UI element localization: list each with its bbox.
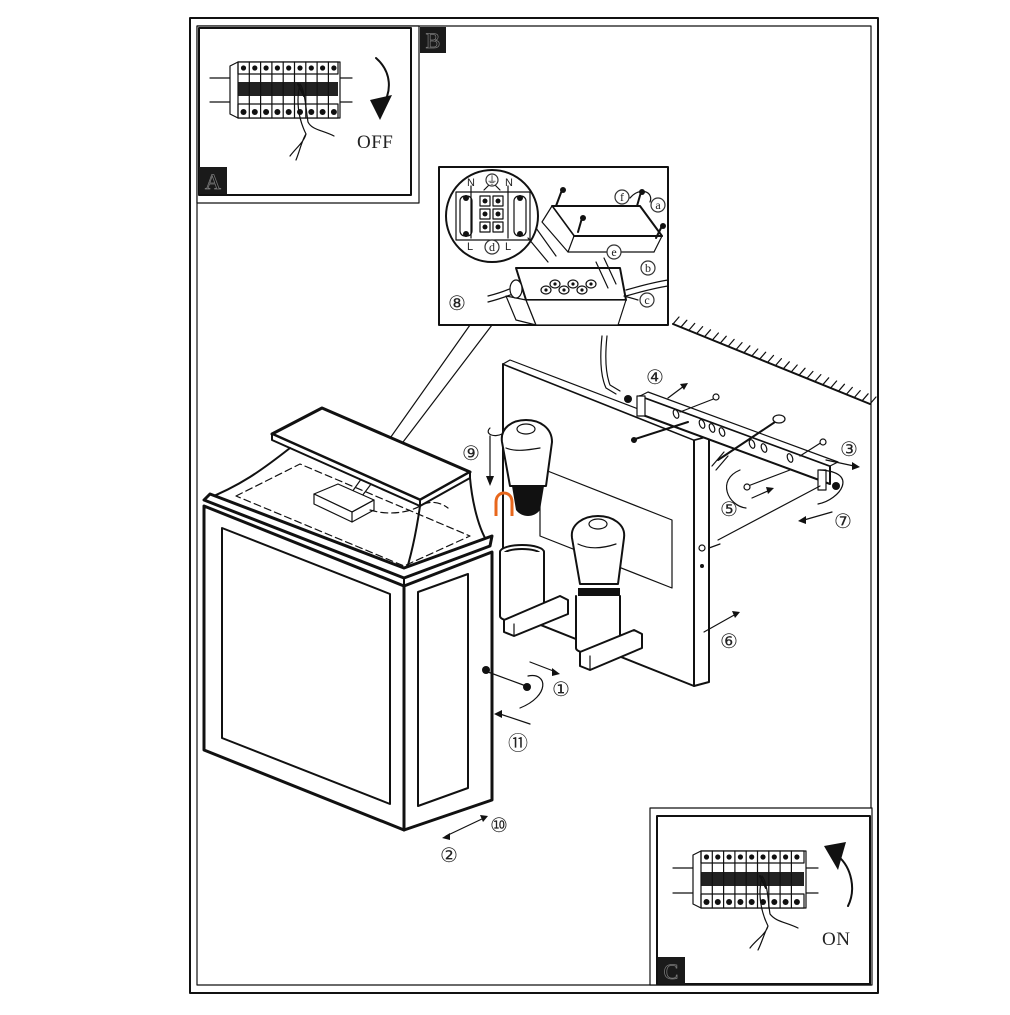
label-live: L xyxy=(505,241,511,253)
wiring-inset: N N L L ⏚ d xyxy=(438,166,669,326)
mounting-bracket xyxy=(636,391,839,541)
socket-1 xyxy=(499,544,569,637)
step-11: ⑪ xyxy=(508,732,528,755)
badge-a: A xyxy=(199,167,227,194)
bracket-slot xyxy=(672,409,680,419)
wall-screws xyxy=(624,393,840,491)
panel-a-switch-off: OFF A xyxy=(196,25,420,204)
hand-icon xyxy=(749,875,799,951)
terminal-screw xyxy=(760,899,766,905)
step-8: ⑧ xyxy=(448,293,466,315)
label-d: d xyxy=(489,240,495,254)
terminal-screw xyxy=(319,109,326,115)
terminal-screw xyxy=(771,854,777,860)
step-4: ④ xyxy=(646,367,664,389)
terminal-screw xyxy=(263,65,269,71)
terminal-screw xyxy=(286,65,292,71)
bracket-slot xyxy=(748,439,756,449)
step-2: ② xyxy=(440,845,458,867)
step-7: ⑦ xyxy=(834,511,852,533)
terminal-screw xyxy=(320,65,326,71)
terminal-screw xyxy=(252,65,258,71)
step-1: ① xyxy=(552,679,570,701)
earth-icon: ⏚ xyxy=(487,174,498,187)
terminal-screw xyxy=(714,899,721,905)
svg-text:A: A xyxy=(205,169,221,194)
bracket-slot xyxy=(786,453,794,463)
screw-icon xyxy=(555,187,666,239)
junction-box xyxy=(487,257,669,326)
label-b: b xyxy=(645,261,651,275)
hand-icon xyxy=(289,83,335,161)
socket-2 xyxy=(575,595,643,671)
label-neutral: N xyxy=(467,177,475,189)
svg-text:C: C xyxy=(664,959,679,984)
bracket-slot xyxy=(708,423,716,433)
label-neutral: N xyxy=(505,177,513,189)
terminal-screw xyxy=(715,854,721,860)
terminal-screw xyxy=(726,854,732,860)
label-live: L xyxy=(467,241,473,253)
terminal-screw xyxy=(297,65,303,71)
terminal-screw xyxy=(251,109,258,115)
on-label: ON xyxy=(822,929,850,950)
step-numbers: ① ② ③ ④ ⑤ ⑥ ⑦ ⑨ ⑩ ⑪ xyxy=(440,367,858,867)
terminal-screw xyxy=(760,854,766,860)
direction-arrows xyxy=(442,383,860,840)
terminal-screw xyxy=(330,109,337,115)
badge-b: B xyxy=(420,27,446,53)
terminal-screw xyxy=(783,854,789,860)
bulb-1 xyxy=(500,419,553,516)
step-10: ⑩ xyxy=(490,815,508,837)
terminal-screw xyxy=(331,65,337,71)
bracket-slot xyxy=(718,427,726,437)
panel-c-switch-on: ON C xyxy=(649,807,873,986)
power-cable xyxy=(600,335,621,395)
terminal-screw xyxy=(748,899,755,905)
page-frame xyxy=(189,17,879,994)
terminal-screw xyxy=(737,854,744,860)
terminal-screw xyxy=(749,854,755,860)
label-e: e xyxy=(611,245,616,259)
highlight-mark xyxy=(494,491,514,516)
terminal-screw xyxy=(263,109,270,115)
bracket-slot xyxy=(760,443,768,453)
label-f: f xyxy=(620,190,624,204)
off-label: OFF xyxy=(357,132,393,153)
terminal-screw xyxy=(737,899,744,905)
terminal-screw xyxy=(703,899,710,905)
terminal-screw xyxy=(771,899,778,905)
terminal-block-detail: N N L L ⏚ d xyxy=(445,169,539,263)
lantern-body xyxy=(202,406,494,832)
terminal-screw xyxy=(240,109,247,115)
terminal-screw xyxy=(274,109,281,115)
step-9: ⑨ xyxy=(462,443,480,465)
label-a: a xyxy=(655,198,661,212)
bracket-slot xyxy=(698,419,706,429)
terminal-screw xyxy=(274,65,280,71)
label-c: c xyxy=(644,293,649,307)
terminal-screw xyxy=(794,854,800,860)
terminal-screw xyxy=(793,899,800,905)
circuit-breaker-panel xyxy=(692,850,807,909)
terminal-screw xyxy=(308,109,315,115)
step-3: ③ xyxy=(840,439,858,461)
bulb-2 xyxy=(570,515,626,596)
terminal-screw xyxy=(308,65,314,71)
terminal-screw xyxy=(285,109,292,115)
arrow-up-icon xyxy=(837,855,854,907)
terminal-screw xyxy=(703,854,710,860)
step-6: ⑥ xyxy=(720,631,738,653)
fixing-screw xyxy=(482,661,560,725)
terminal-screw xyxy=(782,899,789,905)
svg-text:B: B xyxy=(426,28,441,53)
circuit-breaker-panel xyxy=(229,61,341,119)
rotate-arrow-icon xyxy=(487,427,503,437)
wall-hatch xyxy=(672,316,877,405)
step-5: ⑤ xyxy=(720,499,738,521)
terminal-screw xyxy=(726,899,733,905)
terminal-screw xyxy=(240,65,247,71)
badge-c: C xyxy=(658,957,685,984)
